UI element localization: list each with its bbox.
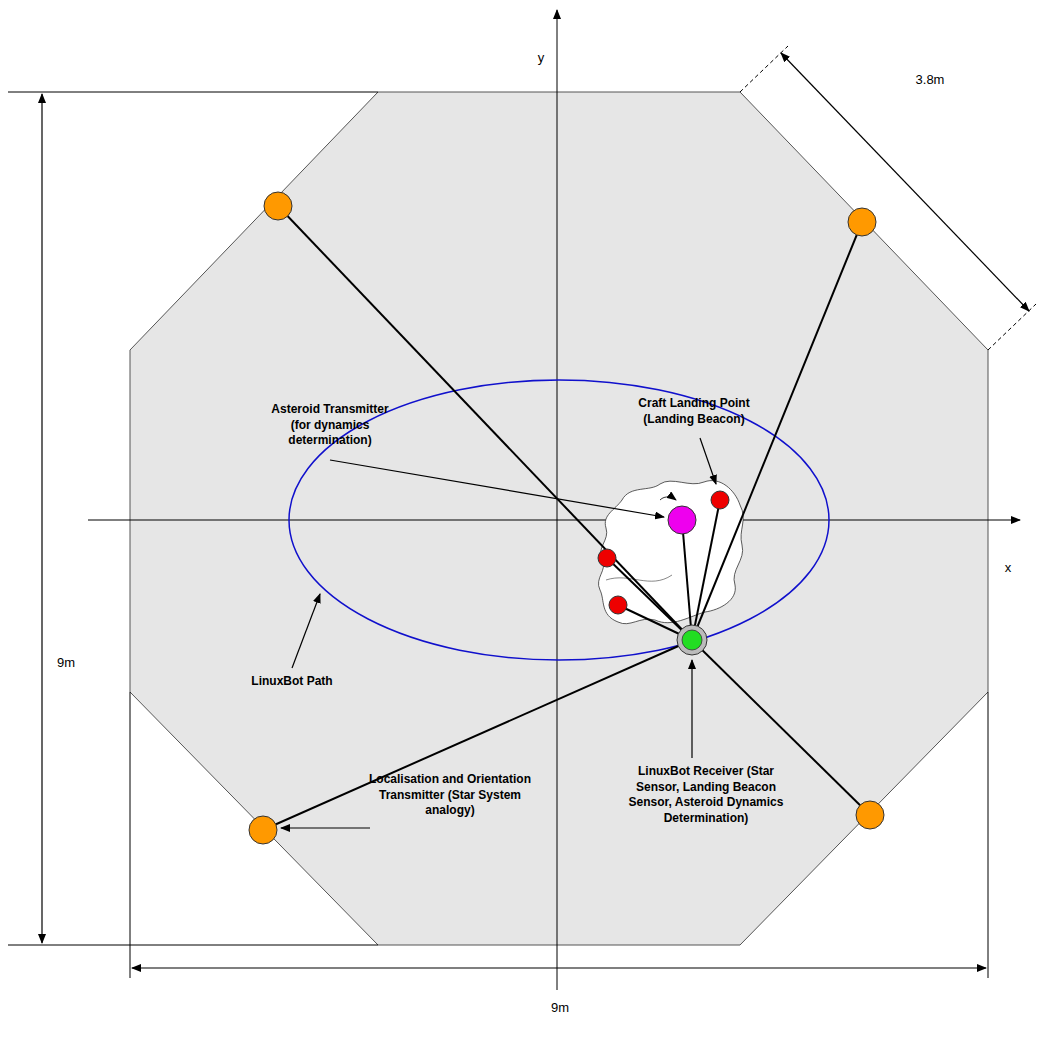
sight-lines [263, 206, 870, 830]
callout-label: LinuxBot Path [232, 674, 352, 690]
dimension-label: 3.8m [900, 72, 960, 89]
asteroid-transmitter [668, 506, 696, 534]
axis-label: x [993, 560, 1023, 577]
dimension-label: 9m [46, 655, 86, 672]
dimension-line [781, 53, 1029, 311]
receiver [682, 630, 702, 650]
asteroid-outline [598, 481, 743, 624]
callout-label: Localisation and Orientation Transmitter… [368, 772, 533, 819]
receiver-ring [677, 625, 707, 655]
x-axis [88, 520, 1020, 521]
star-transmitter [249, 192, 884, 844]
callout-label: Asteroid Transmitter (for dynamics deter… [260, 402, 400, 449]
axis-label: y [526, 50, 556, 67]
arena-octagon [130, 92, 988, 945]
robot-path [289, 380, 829, 660]
callout-label: LinuxBot Receiver (Star Sensor, Landing … [621, 764, 791, 826]
dimension-label: 9m [540, 1000, 580, 1017]
dimension-line [41, 94, 42, 943]
dimension-line [132, 967, 986, 968]
callout-label: Craft Landing Point (Landing Beacon) [619, 396, 769, 427]
